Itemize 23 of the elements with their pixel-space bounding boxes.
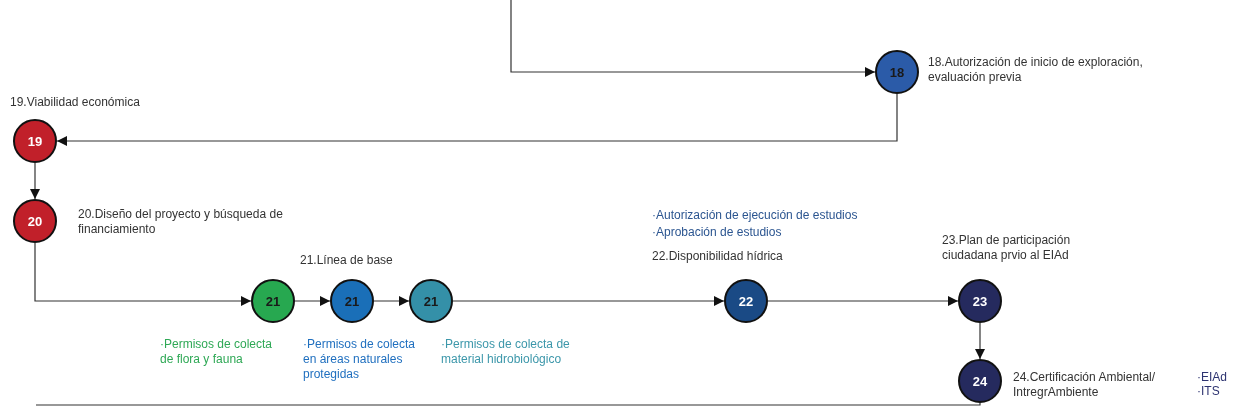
connector-arrow bbox=[452, 296, 725, 306]
step-description: 20.Diseño del proyecto y búsqueda de financiamiento bbox=[78, 207, 284, 237]
step-description: ·Autorización de ejecución de estudios bbox=[652, 208, 859, 223]
connector-arrow bbox=[767, 296, 959, 306]
step-description: ·Permisos de colecta de material hidrobiológico bbox=[441, 337, 571, 367]
connector-arrow bbox=[34, 242, 252, 306]
step-description: ·EIAd bbox=[1197, 370, 1228, 385]
connector-arrow bbox=[294, 296, 331, 306]
step-description: 23.Plan de participación ciudadana prvio al EIAd bbox=[942, 233, 1072, 263]
group-label: 21.Línea de base bbox=[300, 253, 393, 268]
step-description: ·Permisos de colecta en áreas naturales protegidas bbox=[303, 337, 417, 382]
connector-arrow bbox=[975, 322, 985, 360]
step-description: 19.Viabilidad económica bbox=[10, 95, 141, 110]
connector-arrow bbox=[510, 0, 876, 77]
connector-arrow bbox=[56, 93, 898, 146]
step-description: 22.Disponibilidad hídrica bbox=[652, 249, 784, 264]
step-description: ·Permisos de colecta de flora y fauna bbox=[160, 337, 274, 367]
step-description: ·Aprobación de estudios bbox=[652, 225, 783, 240]
connector-arrow bbox=[373, 296, 410, 306]
step-description: 18.Autorización de inicio de exploración, evaluación previa bbox=[928, 55, 1144, 85]
connector-arrow bbox=[30, 162, 40, 200]
step-description: 24.Certificación Ambiental/ IntregrAmbiente bbox=[1013, 370, 1157, 400]
step-description: ·ITS bbox=[1197, 384, 1221, 399]
